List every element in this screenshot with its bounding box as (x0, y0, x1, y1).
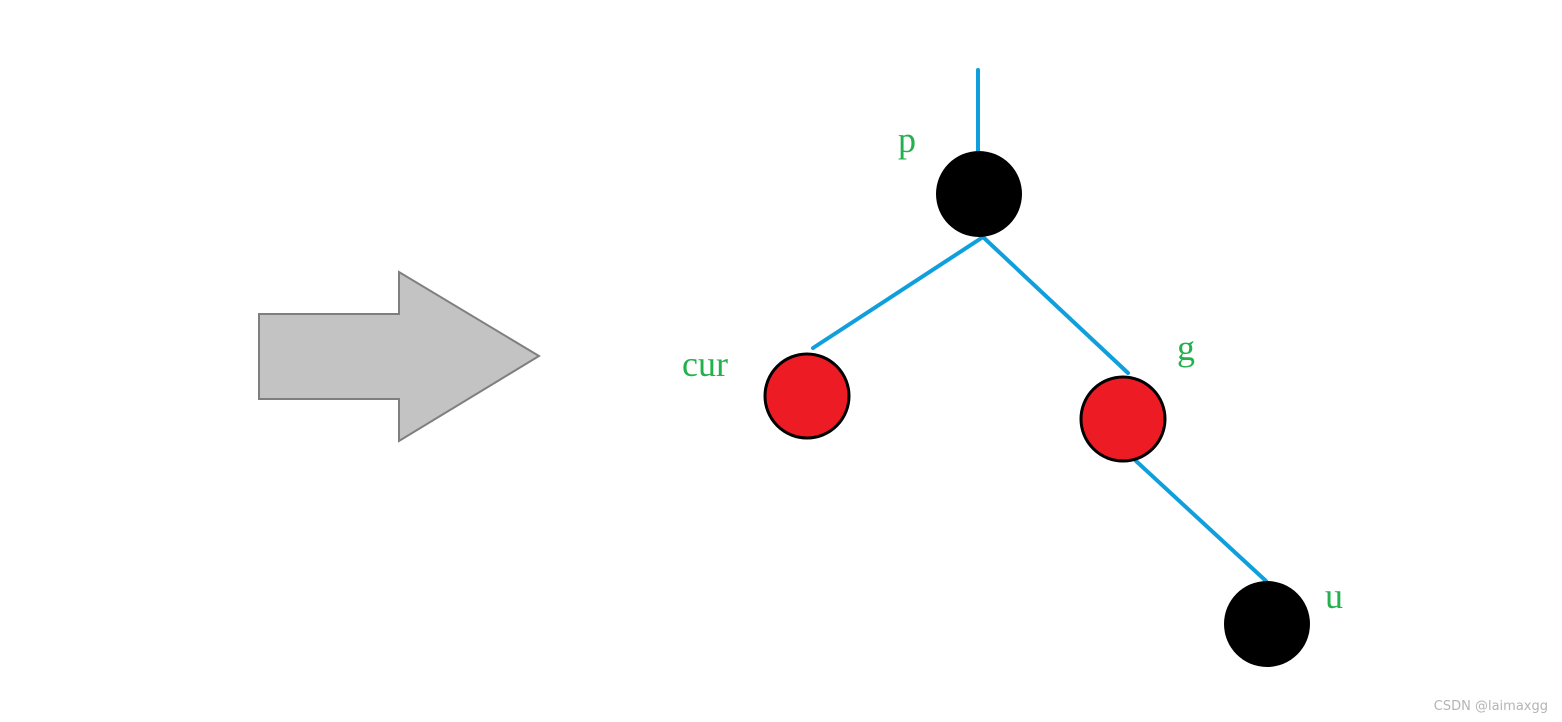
node-u (1224, 581, 1310, 667)
label-cur: cur (682, 344, 728, 384)
edge-p-to-g (981, 235, 1130, 375)
watermark: CSDN @laimaxgg (1433, 699, 1548, 714)
edge-p-to-cur (811, 235, 985, 350)
label-u: u (1325, 576, 1343, 616)
label-g: g (1177, 328, 1195, 368)
right-arrow-icon (258, 270, 541, 443)
edge-g-to-u (1134, 459, 1268, 583)
node-cur (763, 352, 851, 440)
node-g (1079, 375, 1167, 463)
node-p (936, 151, 1022, 237)
label-p: p (898, 120, 916, 160)
tree-edges (811, 68, 1268, 583)
